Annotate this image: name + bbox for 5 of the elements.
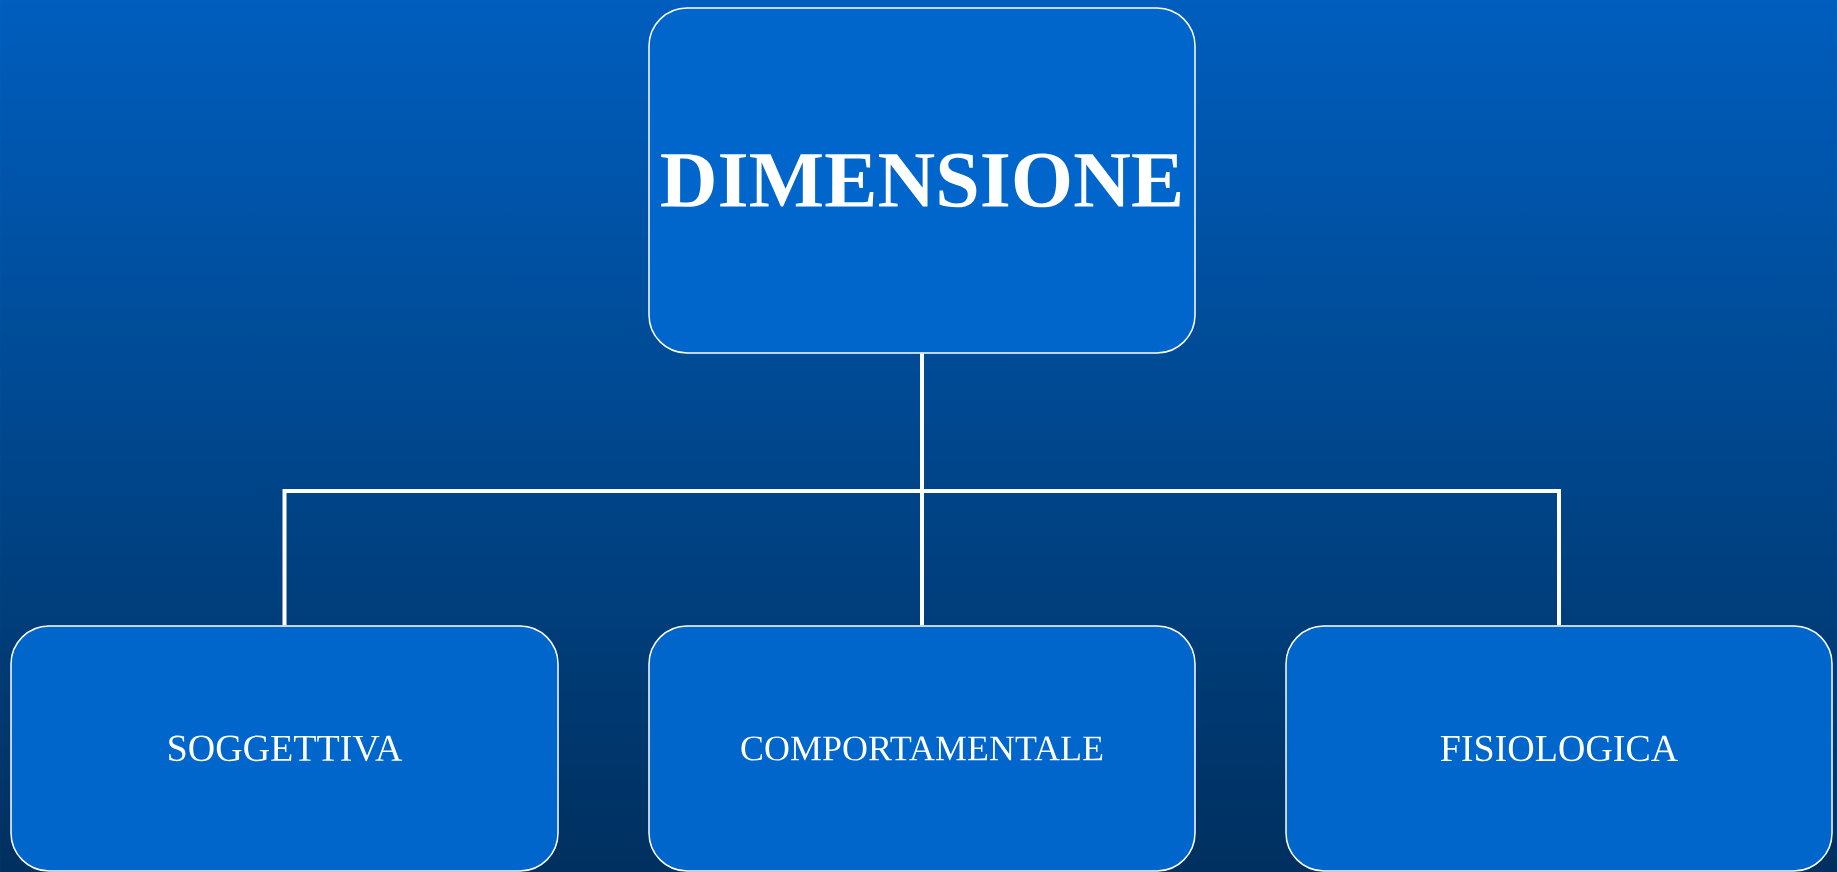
connector-line bbox=[920, 353, 1561, 626]
title-box: DIMENSIONE bbox=[648, 7, 1196, 354]
category-box: FISIOLOGICA bbox=[1285, 625, 1833, 872]
category-box: COMPORTAMENTALE bbox=[648, 625, 1196, 872]
category-box: SOGGETTIVA bbox=[10, 625, 559, 872]
